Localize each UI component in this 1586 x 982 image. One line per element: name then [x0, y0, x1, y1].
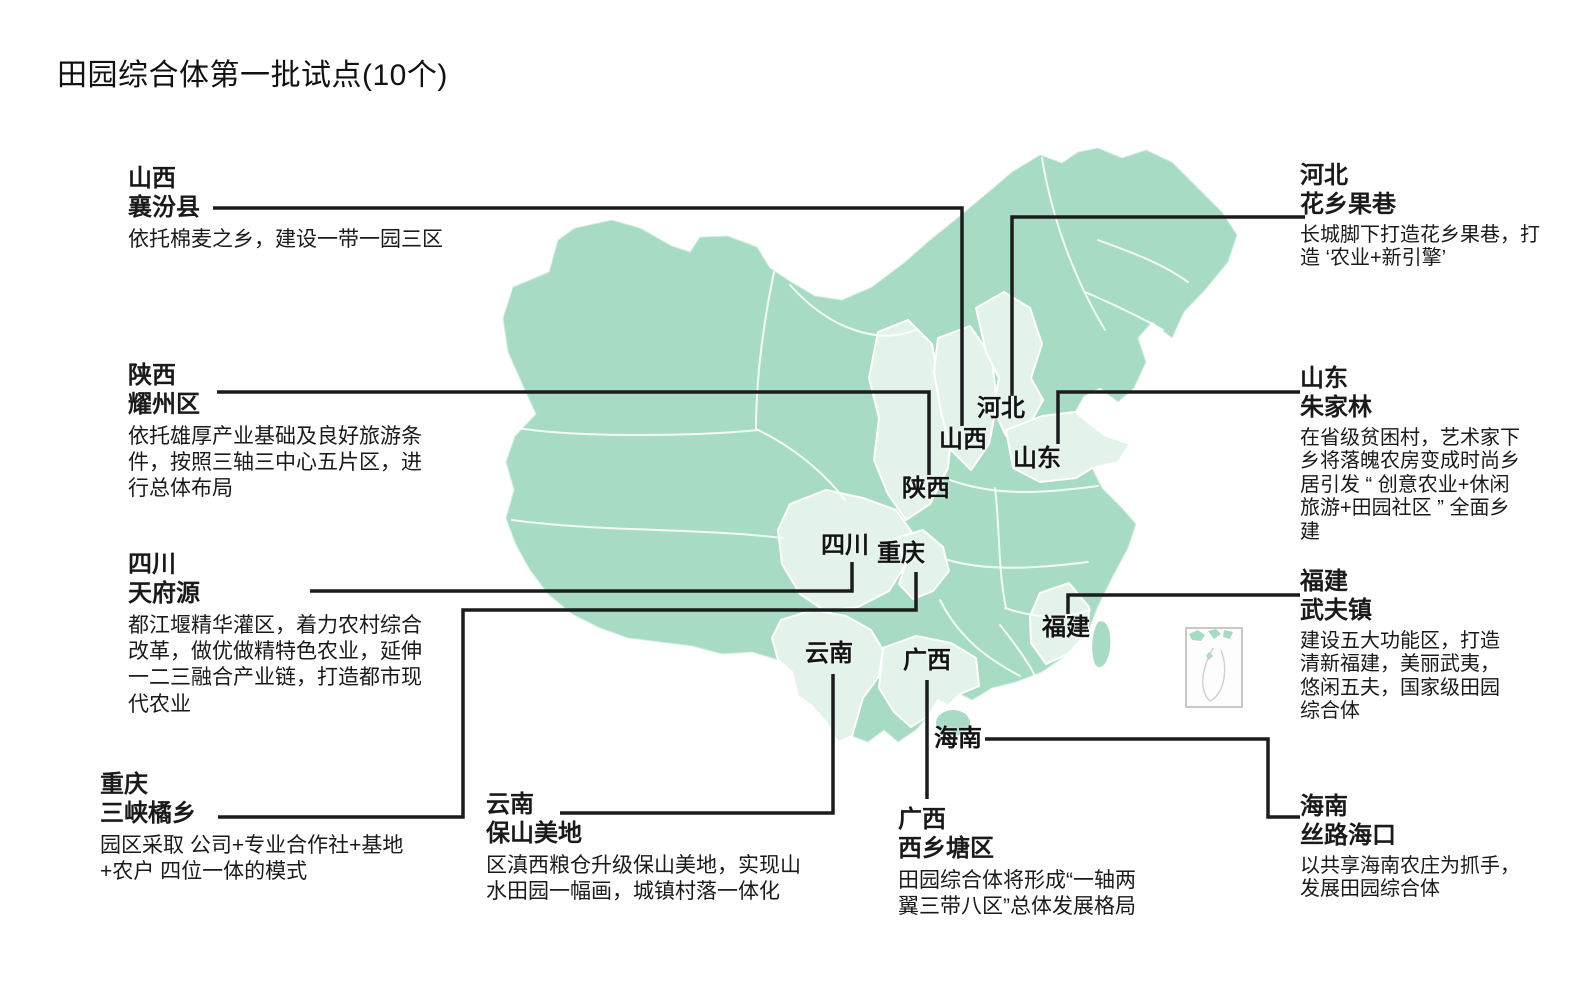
province-hebei [975, 291, 1044, 437]
map-label-shandong: 山东 [1013, 445, 1061, 472]
annotation-site: 朱家林 [1300, 394, 1372, 422]
taiwan-island [1092, 621, 1111, 668]
annotation-shaanxi-yaozhou: 陕西 耀州区 依托雄厚产业基础及良好旅游条件，按照三轴三中心五片区，进行总体布局 [128, 361, 430, 503]
connector-hainan [985, 737, 1300, 819]
annotation-site: 三峡橘乡 [100, 800, 196, 828]
map-label-yunnan: 云南 [805, 640, 853, 667]
annotation-desc: 区滇西粮仓升级保山美地，实现山水田园一幅画，城镇村落一体化 [486, 853, 801, 903]
annotation-sichuan-tianfuyuan: 四川 天府源 都江堰精华灌区，着力农村综合改革，做优做精特色农业，延伸一二三融合… [128, 550, 430, 718]
page-title: 田园综合体第一批试点(10个) [57, 59, 448, 92]
annotation-fujian-wufuzhen: 福建 武夫镇 建设五大功能区，打造清新福建，美丽武夷，悠闲五夫，国家级田园综合体 [1300, 567, 1518, 724]
annotation-province: 海南 [1300, 793, 1348, 820]
annotation-guangxi-xixiangtang: 广西 西乡塘区 田园综合体将形成“一轴两翼三带八区”总体发展格局 [898, 805, 1140, 920]
annotation-province: 重庆 [100, 771, 148, 798]
annotation-site: 耀州区 [128, 391, 200, 419]
annotation-yunnan-baoshanmeidi: 云南 保山美地 区滇西粮仓升级保山美地，实现山水田园一幅画，城镇村落一体化 [486, 790, 818, 905]
annotation-province: 广西 [898, 806, 946, 833]
annotation-site: 武夫镇 [1300, 597, 1372, 625]
map-label-guangxi: 广西 [903, 647, 951, 674]
annotation-desc: 田园综合体将形成“一轴两翼三带八区”总体发展格局 [898, 868, 1136, 918]
map-label-chongqing: 重庆 [877, 540, 925, 567]
map-label-shaanxi: 陕西 [902, 475, 950, 502]
province-shanxi [933, 325, 998, 471]
connector-fujian [1066, 593, 1300, 614]
connector-sichuan [310, 562, 854, 593]
province-borders [511, 157, 1189, 679]
connector-shandong [1056, 390, 1300, 444]
annotation-site: 襄汾县 [128, 194, 200, 222]
annotation-site: 丝路海口 [1300, 822, 1396, 850]
annotation-hebei-huaxiangguoxiang: 河北 花乡果巷 长城脚下打造花乡果巷，打造 ‘农业+新引擎’ [1300, 161, 1540, 271]
map-label-hebei: 河北 [977, 395, 1025, 422]
annotation-chongqing-sanxiajuxiang: 重庆 三峡橘乡 园区采取 公司+专业合作社+基地+农户 四位一体的模式 [100, 770, 405, 885]
annotation-province: 陕西 [128, 362, 176, 389]
south-china-sea-inset [1185, 627, 1243, 708]
annotation-desc: 以共享海南农庄为抓手，发展田园综合体 [1300, 854, 1520, 901]
province-sichuan [777, 489, 914, 612]
connector-yunnan [560, 674, 835, 815]
annotation-province: 福建 [1300, 568, 1348, 595]
province-shandong [1005, 411, 1131, 483]
annotation-site: 保山美地 [486, 820, 582, 848]
connector-shaanxi [217, 390, 931, 475]
connector-chongqing [218, 572, 918, 819]
map-label-hainan: 海南 [934, 725, 982, 752]
connector-hebei [1010, 215, 1305, 396]
province-yunnan [771, 609, 884, 743]
annotation-site: 天府源 [128, 580, 200, 608]
annotation-site: 西乡塘区 [898, 835, 994, 863]
annotation-desc: 在省级贫困村，艺术家下乡将落魄农房变成时尚乡居引发 “ 创意农业+休闲旅游+田园… [1300, 426, 1520, 543]
pilot-provinces-highlight [771, 291, 1131, 743]
connector-shanxi [213, 206, 964, 426]
province-fujian [1029, 582, 1090, 665]
province-chongqing [895, 529, 950, 600]
annotation-site: 花乡果巷 [1300, 191, 1396, 219]
annotation-province: 山东 [1300, 365, 1348, 392]
annotation-hainan-siluhaikou: 海南 丝路海口 以共享海南农庄为抓手，发展田园综合体 [1300, 792, 1528, 902]
annotation-province: 云南 [486, 791, 534, 818]
map-label-sichuan: 四川 [821, 532, 869, 559]
hainan-island [936, 710, 970, 736]
province-shaanxi [868, 319, 953, 521]
annotation-province: 山西 [128, 165, 176, 192]
map-label-shanxi: 山西 [939, 426, 987, 453]
annotation-province: 四川 [128, 551, 176, 578]
annotation-province: 河北 [1300, 162, 1348, 189]
annotation-shanxi-xiangfen: 山西 襄汾县 依托棉麦之乡，建设一带一园三区 [128, 164, 473, 253]
annotation-desc: 建设五大功能区，打造清新福建，美丽武夷，悠闲五夫，国家级田园综合体 [1300, 629, 1500, 723]
annotation-desc: 长城脚下打造花乡果巷，打造 ‘农业+新引擎’ [1300, 223, 1540, 270]
annotation-desc: 依托雄厚产业基础及良好旅游条件，按照三轴三中心五片区，进行总体布局 [128, 424, 422, 501]
annotation-desc: 都江堰精华灌区，着力农村综合改革，做优做精特色农业，延伸一二三融合产业链，打造都… [128, 613, 422, 716]
annotation-shandong-zhujialin: 山东 朱家林 在省级贫困村，艺术家下乡将落魄农房变成时尚乡居引发 “ 创意农业+… [1300, 364, 1520, 545]
province-guangxi [878, 635, 980, 728]
map-label-fujian: 福建 [1042, 614, 1090, 641]
annotation-desc: 依托棉麦之乡，建设一带一园三区 [128, 227, 443, 251]
annotation-desc: 园区采取 公司+专业合作社+基地+农户 四位一体的模式 [100, 833, 404, 883]
